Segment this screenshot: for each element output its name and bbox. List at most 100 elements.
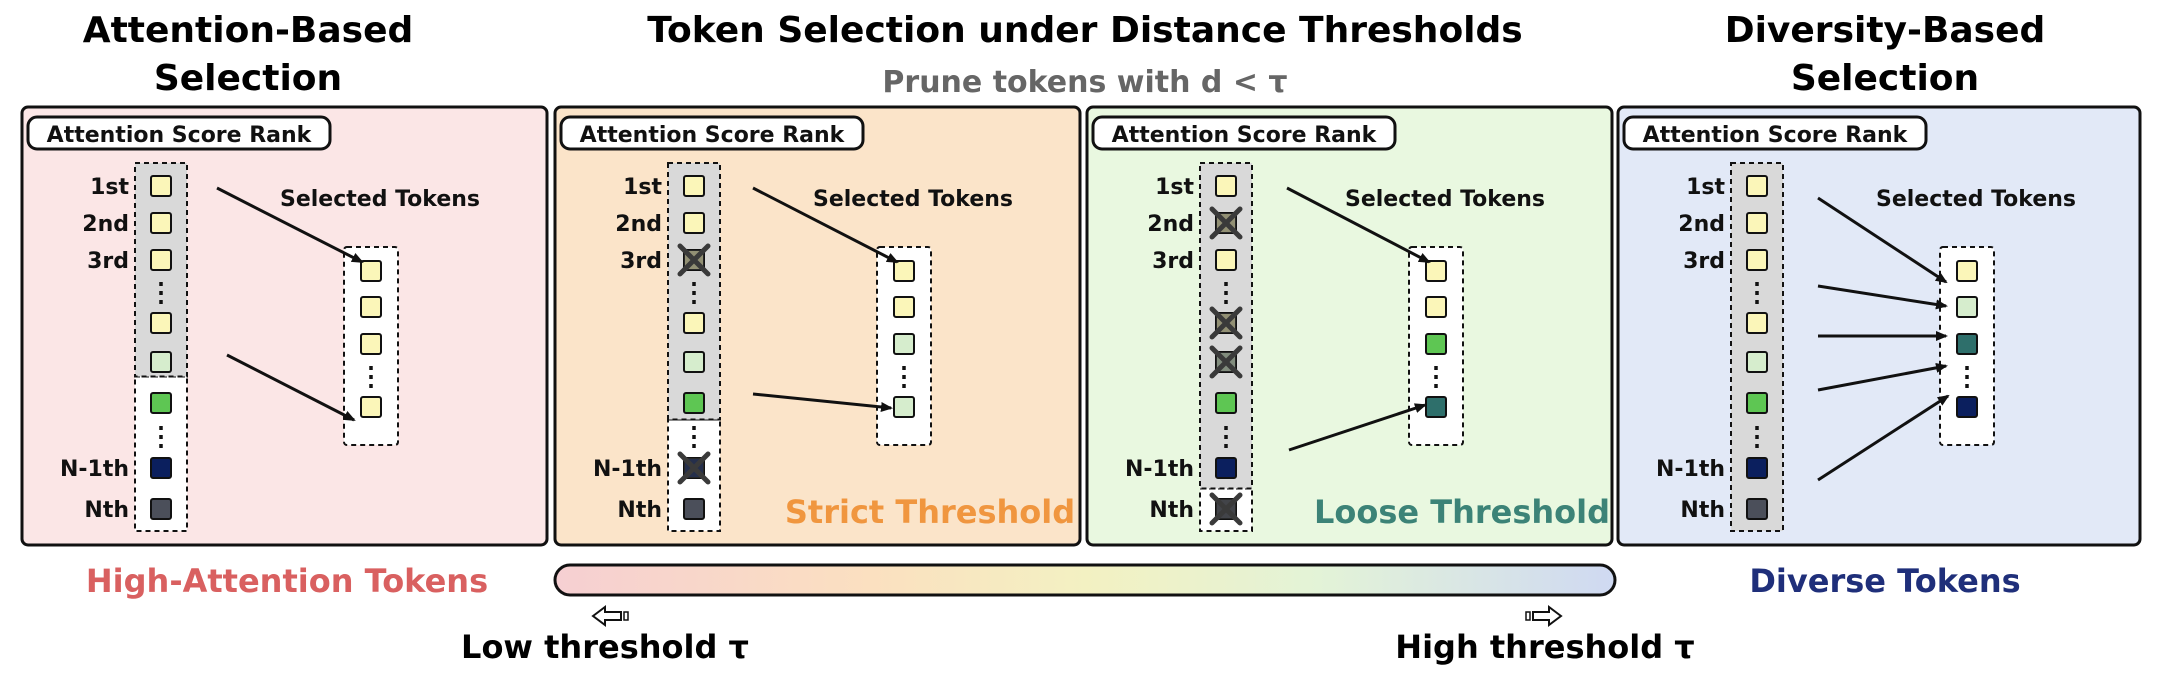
pruned-cross-icon	[1209, 492, 1243, 526]
selected-tokens-label: Selected Tokens	[1876, 187, 2076, 212]
selection-arrow	[226, 353, 356, 422]
left-arrow-icon	[591, 605, 629, 627]
rank-token	[150, 175, 172, 197]
rank-token	[1746, 351, 1768, 373]
selected-token	[893, 296, 915, 318]
selection-arrow	[752, 392, 893, 412]
rank-token	[683, 212, 705, 234]
rank-token	[1215, 175, 1237, 197]
rank-header-label: Attention Score Rank	[1643, 123, 1909, 148]
rank-label: 3rd	[1152, 249, 1194, 274]
rank-token	[1746, 249, 1768, 271]
high-threshold-label: High threshold τ	[1395, 628, 1694, 666]
rank-header-box	[1622, 115, 1928, 151]
rank-token	[150, 351, 172, 373]
selected-tokens-label: Selected Tokens	[1345, 187, 1545, 212]
rank-token	[1746, 498, 1768, 520]
rank-token	[683, 392, 705, 414]
diverse-tokens-label: Diverse Tokens	[1749, 562, 2020, 600]
rank-token	[150, 312, 172, 334]
rank-header-label: Attention Score Rank	[47, 123, 313, 148]
selected-token	[1425, 396, 1447, 418]
attention-title-line2: Selection	[154, 58, 342, 99]
pruned-cross-icon	[1209, 306, 1243, 340]
rank-label: 2nd	[82, 212, 129, 237]
selected-token	[1956, 296, 1978, 318]
subtitle: Prune tokens with d < τ	[882, 65, 1287, 100]
rank-label: 3rd	[87, 249, 129, 274]
low-threshold-label: Low threshold τ	[461, 628, 749, 666]
selection-arrow	[216, 186, 364, 264]
rank-label: 1st	[1686, 175, 1725, 200]
high-attention-label: High-Attention Tokens	[86, 562, 488, 600]
rank-label: Nth	[84, 498, 129, 523]
selection-arrow	[1288, 403, 1427, 452]
rank-token	[1746, 457, 1768, 479]
threshold-label: Loose Threshold	[1314, 493, 1610, 531]
rank-token	[150, 392, 172, 414]
selected-token	[360, 260, 382, 282]
selection-arrow	[1286, 186, 1431, 264]
rank-label: Nth	[617, 498, 662, 523]
selected-token	[1956, 396, 1978, 418]
selection-arrow	[752, 186, 899, 264]
selection-arrow	[1817, 196, 1948, 284]
center-title: Token Selection under Distance Threshold…	[647, 10, 1522, 51]
pruned-cross-icon	[1209, 345, 1243, 379]
rank-label: 1st	[90, 175, 129, 200]
rank-header-label: Attention Score Rank	[580, 123, 846, 148]
rank-label: 2nd	[615, 212, 662, 237]
selected-token	[1956, 333, 1978, 355]
selected-token	[893, 333, 915, 355]
rank-token	[1746, 212, 1768, 234]
rank-token	[150, 212, 172, 234]
rank-label: N-1th	[593, 457, 662, 482]
rank-label: 3rd	[1683, 249, 1725, 274]
right-arrow-icon	[1525, 605, 1563, 627]
pruned-cross-icon	[677, 243, 711, 277]
threshold-gradient-bar	[553, 563, 1617, 597]
attention-title-line1: Attention-Based	[83, 10, 414, 51]
pruned-cross-icon	[1209, 206, 1243, 240]
diversity-title-line1: Diversity-Based	[1725, 10, 2046, 51]
selected-token	[1425, 333, 1447, 355]
rank-token	[1215, 249, 1237, 271]
selected-token	[1425, 260, 1447, 282]
rank-label: 2nd	[1147, 212, 1194, 237]
rank-token	[1746, 175, 1768, 197]
selected-token	[893, 260, 915, 282]
selected-tokens-label: Selected Tokens	[813, 187, 1013, 212]
rank-token	[1215, 457, 1237, 479]
rank-token	[1746, 312, 1768, 334]
selected-token	[1956, 260, 1978, 282]
rank-token	[150, 457, 172, 479]
diversity-title-line2: Selection	[1791, 58, 1979, 99]
rank-token	[1746, 392, 1768, 414]
rank-header-box	[559, 115, 865, 151]
pruned-cross-icon	[677, 451, 711, 485]
rank-label: 2nd	[1678, 212, 1725, 237]
selected-tokens-label: Selected Tokens	[280, 187, 480, 212]
rank-token	[683, 312, 705, 334]
rank-label: 1st	[623, 175, 662, 200]
rank-label: N-1th	[60, 457, 129, 482]
rank-header-box	[26, 115, 332, 151]
rank-token	[1215, 392, 1237, 414]
selected-token	[893, 396, 915, 418]
rank-label: Nth	[1149, 498, 1194, 523]
rank-token	[683, 351, 705, 373]
rank-label: N-1th	[1656, 457, 1725, 482]
rank-header-label: Attention Score Rank	[1112, 123, 1378, 148]
rank-token	[150, 498, 172, 520]
selected-token	[1425, 296, 1447, 318]
rank-label: 3rd	[620, 249, 662, 274]
rank-label: N-1th	[1125, 457, 1194, 482]
selected-token	[360, 396, 382, 418]
rank-token	[683, 498, 705, 520]
rank-label: 1st	[1155, 175, 1194, 200]
